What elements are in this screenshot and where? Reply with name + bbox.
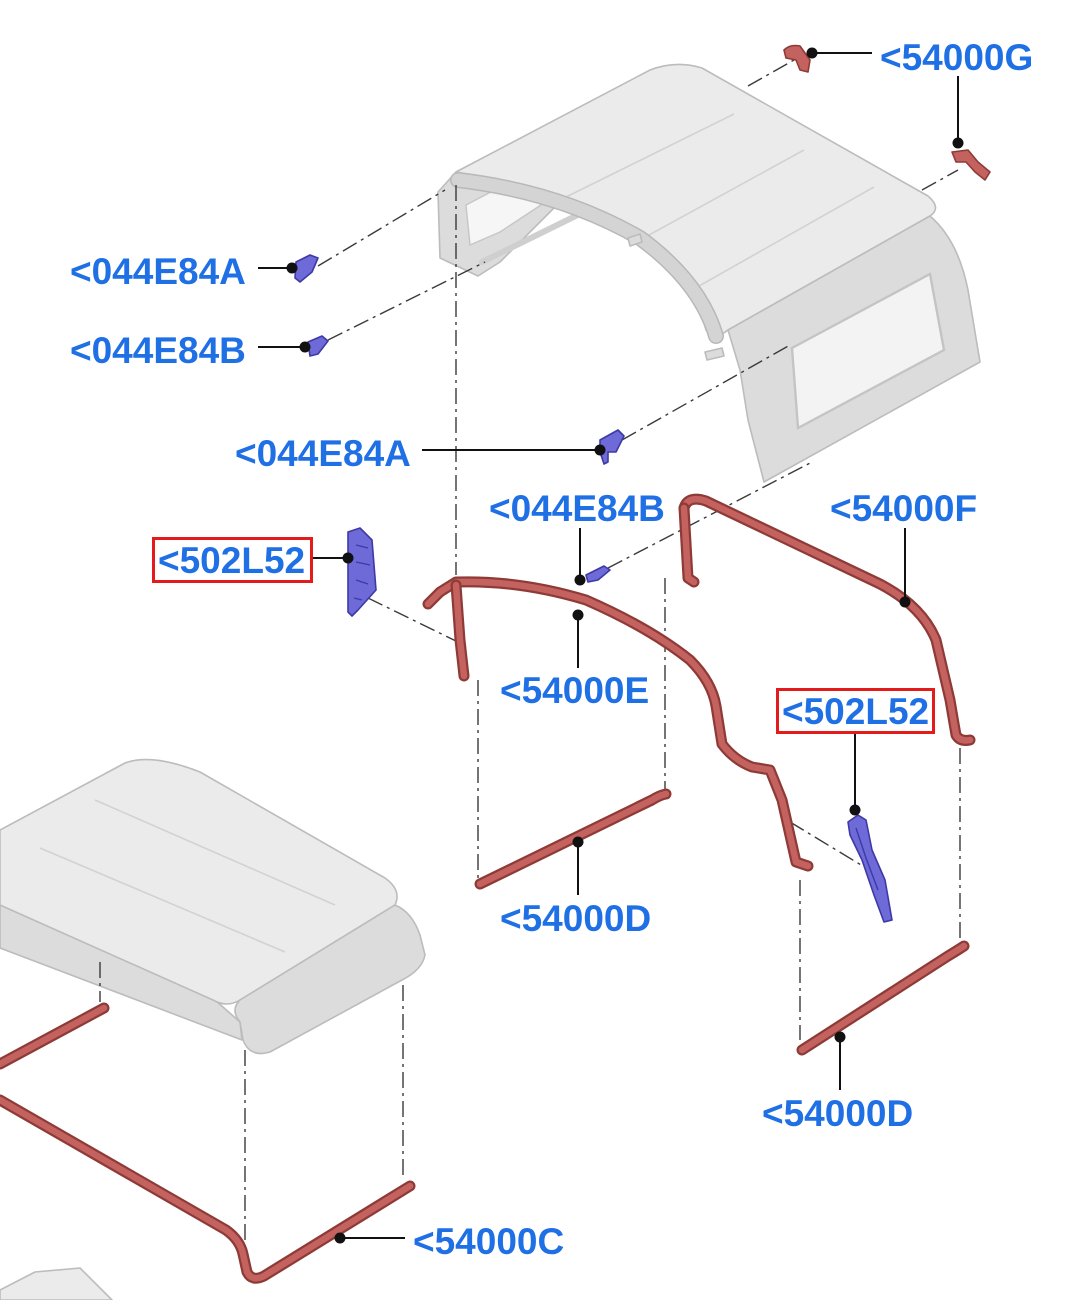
seal-54000c bbox=[0, 1002, 416, 1284]
callout-54000d-right[interactable]: <54000D bbox=[762, 1093, 914, 1134]
callout-502l52-right[interactable]: <502L52 bbox=[776, 688, 935, 734]
hardtop-partial-corner bbox=[0, 1267, 113, 1300]
leader-044e84b-left bbox=[258, 341, 311, 353]
callout-044e84b-center[interactable]: <044E84B bbox=[489, 488, 665, 529]
seal-54000e-leg bbox=[452, 581, 468, 680]
bracket-502l52-right-detail bbox=[855, 827, 879, 891]
seal-54000c-strip bbox=[0, 1096, 414, 1282]
leader-dot bbox=[572, 836, 584, 848]
seal-54000f-strip bbox=[680, 495, 974, 744]
seal-clip-rear-left bbox=[783, 44, 811, 73]
hardtop-roof-groove bbox=[691, 186, 875, 291]
assembly-line bbox=[789, 821, 867, 869]
callout-044e84a-left[interactable]: <044E84A bbox=[70, 251, 246, 292]
callout-54000g[interactable]: <54000G bbox=[880, 37, 1034, 78]
seal-side-strip bbox=[0, 1004, 108, 1068]
leader-dot bbox=[952, 137, 964, 149]
seal-54000d-right bbox=[796, 940, 970, 1056]
leader-dot bbox=[572, 609, 584, 621]
clip-044e84b-center bbox=[585, 565, 611, 583]
hardtop-roof-groove bbox=[639, 149, 805, 241]
seal-54000d-left-strip bbox=[476, 790, 670, 888]
bracket-502l52-left-detail bbox=[353, 544, 371, 601]
seal-54000c-edge bbox=[0, 1094, 416, 1284]
hardtop-lower-roof-groove bbox=[94, 799, 336, 906]
clip-044e84a-center bbox=[599, 429, 625, 465]
hardtop-mount-tab bbox=[627, 233, 643, 247]
seal-54000d-left bbox=[474, 788, 672, 890]
leader-dot bbox=[334, 1232, 346, 1244]
hardtop-lower bbox=[0, 758, 426, 1055]
assembly-lines bbox=[99, 59, 961, 1245]
leader-dot bbox=[299, 341, 311, 353]
hardtop-lower-front-face bbox=[234, 904, 426, 1055]
clip-044e84a-left bbox=[294, 254, 319, 283]
callout-502l52-left[interactable]: <502L52 bbox=[152, 537, 313, 583]
hardtop-lower-roof-groove bbox=[39, 847, 286, 953]
assembly-line bbox=[607, 461, 813, 569]
seal-54000d-right-strip bbox=[798, 942, 968, 1054]
seal-54000f bbox=[678, 493, 976, 746]
clip-044e84b-left bbox=[307, 335, 329, 357]
hardtop-lower-roof-panel bbox=[0, 758, 398, 1005]
seal-54000g-clips bbox=[783, 44, 991, 181]
hardtop-upper bbox=[437, 63, 981, 483]
leader-044e84a-center bbox=[422, 444, 606, 456]
seal-54000e-strip bbox=[424, 578, 812, 870]
leader-dot bbox=[342, 552, 354, 564]
leader-54000d-left bbox=[572, 836, 584, 895]
bracket-502l52-left bbox=[347, 527, 377, 617]
leader-dot bbox=[574, 574, 586, 586]
callout-54000f[interactable]: <54000F bbox=[830, 488, 978, 529]
assembly-line bbox=[621, 344, 791, 441]
leader-54000f bbox=[899, 528, 911, 608]
leader-54000e bbox=[572, 609, 584, 668]
assembly-line bbox=[367, 597, 459, 643]
hardtop-roof-groove bbox=[559, 113, 735, 201]
assembly-line bbox=[327, 261, 486, 341]
callout-54000c[interactable]: <54000C bbox=[413, 1221, 565, 1262]
leader-dot bbox=[286, 262, 298, 274]
hardtop-mount-tab bbox=[704, 347, 725, 361]
callout-54000e[interactable]: <54000E bbox=[500, 670, 650, 711]
leader-dot bbox=[594, 444, 606, 456]
leader-dot bbox=[806, 47, 818, 59]
leader-54000c bbox=[334, 1232, 405, 1244]
leader-dot bbox=[899, 596, 911, 608]
leader-dot bbox=[834, 1031, 846, 1043]
assembly-line bbox=[317, 189, 446, 267]
leader-dot bbox=[849, 804, 861, 816]
seal-54000f-leg bbox=[680, 504, 698, 586]
callout-54000d-left[interactable]: <54000D bbox=[500, 898, 652, 939]
leader-502l52-left bbox=[313, 552, 354, 564]
leader-54000g bbox=[806, 47, 964, 149]
seal-54000e-edge bbox=[422, 576, 814, 872]
seal-clip-rear-right bbox=[951, 149, 991, 181]
leader-044e84b-center bbox=[574, 528, 586, 586]
clips bbox=[294, 254, 893, 923]
seal-54000e bbox=[422, 576, 814, 872]
leader-54000d-right bbox=[834, 1031, 846, 1090]
assembly-line bbox=[921, 169, 959, 191]
hardtop-right-window bbox=[790, 272, 946, 430]
callout-044e84b-left[interactable]: <044E84B bbox=[70, 330, 246, 371]
callout-044e84a-center[interactable]: <044E84A bbox=[235, 433, 411, 474]
leader-044e84a-left bbox=[258, 262, 298, 274]
leader-502l52-right bbox=[849, 734, 861, 816]
assembly-line bbox=[747, 59, 795, 87]
